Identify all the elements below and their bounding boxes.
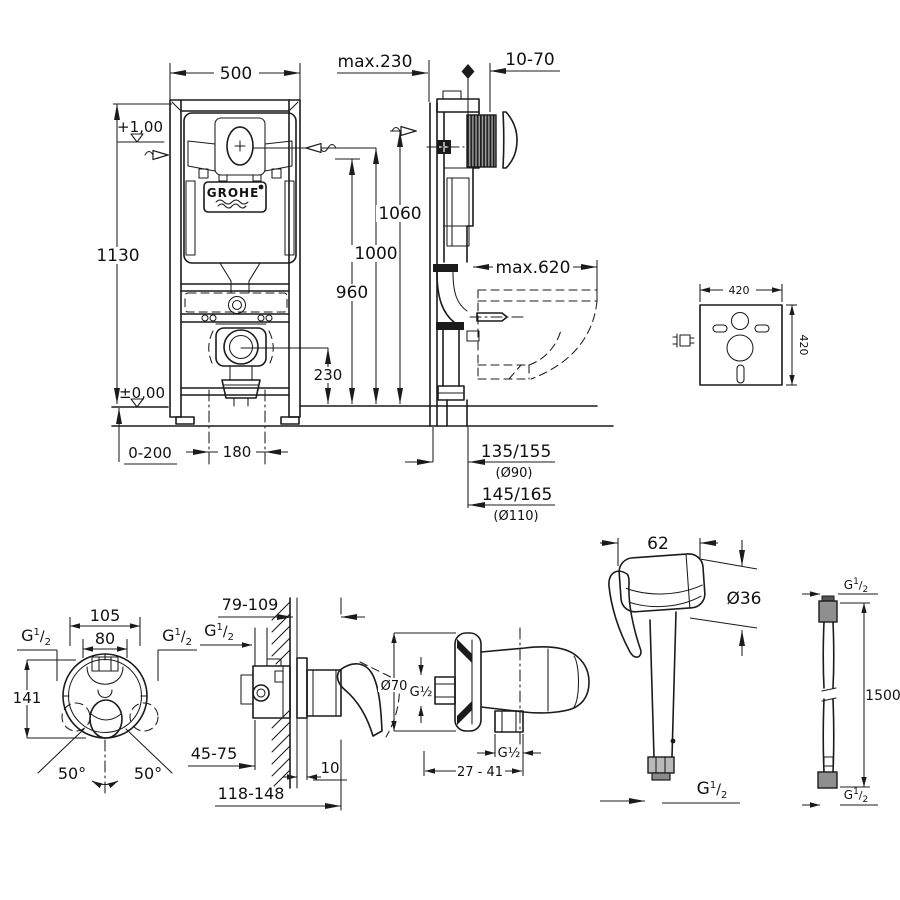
dim-mixer-105: 105	[90, 606, 121, 625]
dim-offset1-dia: (Ø90)	[496, 466, 533, 481]
water-level-arrow-icon	[319, 143, 337, 153]
thread-label-right: G1/2	[162, 626, 192, 648]
dim-face-dia: Ø36	[726, 589, 761, 609]
dim-wall-range: 10-70	[505, 50, 554, 70]
dim-plate: 10	[320, 759, 339, 777]
dim-offset2-dia: (Ø110)	[493, 509, 538, 524]
dim-960: 960	[336, 283, 368, 303]
dim-shower-width: 62	[647, 534, 669, 554]
hose-nut-top	[818, 600, 838, 623]
dim-union-dia: Ø70	[381, 679, 408, 694]
hand-shower-view: 62 Ø36 G1/2	[600, 534, 766, 804]
thread-hose-top: G1/2	[844, 577, 869, 595]
level-floor-label: ±0,00	[119, 384, 165, 402]
outlet-bend	[208, 323, 274, 407]
dim-bolt-spacing: 180	[223, 443, 252, 461]
dim-frame-height: 1130	[96, 246, 139, 266]
dim-pad-width: 420	[729, 284, 750, 297]
dim-feet-range: 0-200	[128, 444, 172, 462]
wall-marker-icon	[461, 64, 475, 79]
dim-section-depth: 79-109	[222, 595, 279, 614]
dim-1000: 1000	[354, 244, 397, 264]
hose-nut-bottom	[817, 771, 838, 789]
thread-union-bottom: G½	[498, 746, 521, 761]
frame-front-view: 500 GR	[93, 63, 614, 469]
dim-angle-right: 50°	[134, 764, 162, 783]
dim-angle-left: 50°	[58, 764, 86, 783]
flush-plate-profile	[502, 111, 518, 169]
dim-mixer-80: 80	[95, 629, 115, 648]
level-mark-icon	[130, 133, 144, 143]
level-mark-icon	[130, 398, 144, 408]
dim-1060: 1060	[378, 204, 421, 224]
dim-mixer-141: 141	[13, 689, 42, 707]
level-top-label: +1,00	[117, 118, 163, 136]
frame-side-view: max.230 10-70	[337, 50, 598, 524]
screw-plug-icon	[672, 333, 695, 348]
mixer-section-view: 79-109 G1/2	[188, 595, 400, 811]
wall-hatching	[271, 601, 291, 787]
shower-head	[618, 553, 706, 613]
hose-view: G1/2 1500 G1/2	[802, 577, 900, 808]
cistern: GROHE	[183, 112, 297, 294]
thread-label-left: G1/2	[21, 626, 51, 648]
wc-bowl-outline	[477, 289, 598, 380]
dim-pad-height: 420	[797, 335, 810, 356]
thread-union-side: G½	[410, 685, 433, 700]
sound-insulation-pad: 420 420	[672, 283, 810, 386]
flush-actuator-block	[466, 114, 497, 168]
dim-depth-max: max.230	[338, 52, 413, 72]
thread-hose-bottom: G1/2	[844, 787, 869, 805]
thread-shower: G1/2	[697, 779, 728, 801]
dim-frame-width: 500	[220, 64, 252, 84]
dim-reach: 118-148	[218, 784, 285, 803]
dim-offset2: 145/165	[482, 485, 553, 505]
mixer-front-view: 105 80 G1/2 G1/2 141 50° 5	[11, 606, 197, 795]
dim-offset1: 135/155	[481, 442, 552, 462]
wall-union-view: Ø70 G½ G½ 27 - 41	[378, 627, 590, 780]
thread-label-section: G1/2	[204, 621, 234, 643]
dim-union-offset: 27 - 41	[457, 765, 503, 780]
grohe-logo-text: GROHE	[207, 186, 260, 200]
water-level-arrow-icon	[144, 150, 162, 160]
shower-trigger-lever	[608, 570, 642, 658]
mixer-lever-section	[336, 663, 383, 737]
dim-outlet-height: 230	[314, 366, 343, 384]
dim-body-depth: 45-75	[191, 744, 238, 763]
dim-bowl-max: max.620	[496, 258, 571, 278]
dim-hose-length: 1500	[865, 688, 900, 704]
grohe-logo: GROHE	[203, 181, 267, 213]
